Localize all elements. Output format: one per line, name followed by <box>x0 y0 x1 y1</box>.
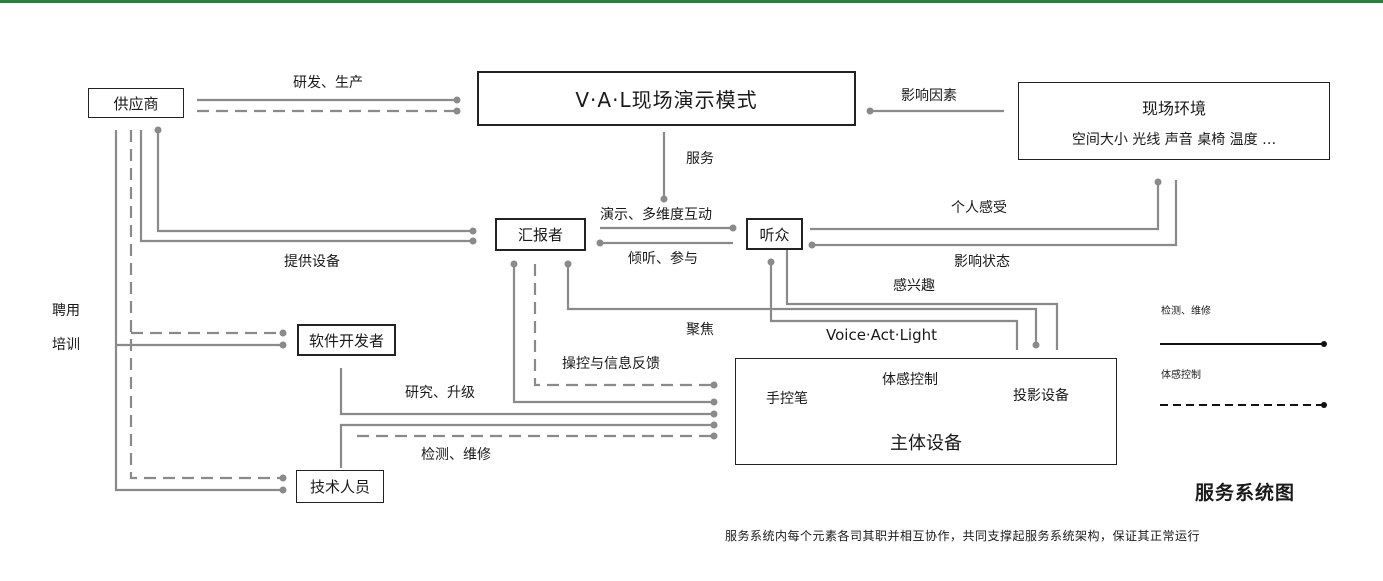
label-personal-feeling: 个人感受 <box>951 200 1007 216</box>
edge-train-solid <box>114 130 283 492</box>
diagram-caption: 服务系统内每个元素各司其职并相互协作，共同支撑起服务系统架构，保证其正常运行 <box>725 529 1201 543</box>
label-service: 服务 <box>686 151 714 167</box>
edge-personal-feeling <box>810 182 1160 231</box>
label-train: 培训 <box>52 337 80 353</box>
edge-focus <box>566 264 1038 345</box>
edge-tech-solid <box>339 423 714 468</box>
node-audience: 听众 <box>746 218 803 250</box>
node-supplier: 供应商 <box>88 88 184 118</box>
node-main-equipment: 手控笔 体感控制 投影设备 主体设备 <box>735 358 1117 465</box>
main-equipment-pen: 手控笔 <box>766 391 808 407</box>
main-equipment-projector: 投影设备 <box>1013 388 1069 404</box>
label-research-upgrade: 研究、升级 <box>405 385 475 401</box>
label-listen-participate: 倾听、参与 <box>628 251 698 267</box>
edge-voice-act-light <box>769 262 1019 350</box>
main-equipment-link-label: 体感控制 <box>882 372 938 388</box>
label-inspect-maintain: 检测、维修 <box>421 447 491 463</box>
label-demo-interact: 演示、多维度互动 <box>600 207 712 223</box>
label-voice-act-light: Voice·Act·Light <box>826 326 938 344</box>
legend-dashed-label: 体感控制 <box>1161 370 1201 381</box>
node-presenter: 汇报者 <box>495 218 586 251</box>
node-software-developer: 软件开发者 <box>297 324 396 356</box>
label-influence-factors: 影响因素 <box>901 88 957 104</box>
edge-provide-1 <box>156 130 473 233</box>
environment-factors: 空间大小 光线 声音 桌椅 温度 … <box>1071 132 1277 148</box>
label-control-feedback: 操控与信息反馈 <box>562 356 660 372</box>
node-val-mode: V·A·L现场演示模式 <box>477 71 856 126</box>
node-technician: 技术人员 <box>296 470 384 503</box>
node-environment: 现场环境 空间大小 光线 声音 桌椅 温度 … <box>1018 82 1330 160</box>
edge-presenter-main-dashed <box>533 264 714 387</box>
edge-interest <box>785 250 1059 350</box>
label-influence-state: 影响状态 <box>954 254 1010 270</box>
label-interest: 感兴趣 <box>893 278 935 294</box>
edge-presenter-main-solid <box>512 264 714 404</box>
top-accent-bar <box>0 0 1383 3</box>
label-provide-equipment: 提供设备 <box>284 254 340 270</box>
edge-research <box>339 368 714 416</box>
edge-influence-state <box>812 180 1178 247</box>
diagram-title: 服务系统图 <box>1195 482 1296 504</box>
label-hire: 聘用 <box>52 303 80 319</box>
legend-solid-label: 检测、维修 <box>1161 306 1211 317</box>
edge-hire-dashed <box>129 130 283 480</box>
edge-provide-2 <box>139 130 473 243</box>
environment-title: 现场环境 <box>1141 99 1206 118</box>
label-rd-production: 研发、生产 <box>293 75 363 91</box>
label-focus: 聚焦 <box>686 322 714 338</box>
main-equipment-title: 主体设备 <box>890 433 962 454</box>
